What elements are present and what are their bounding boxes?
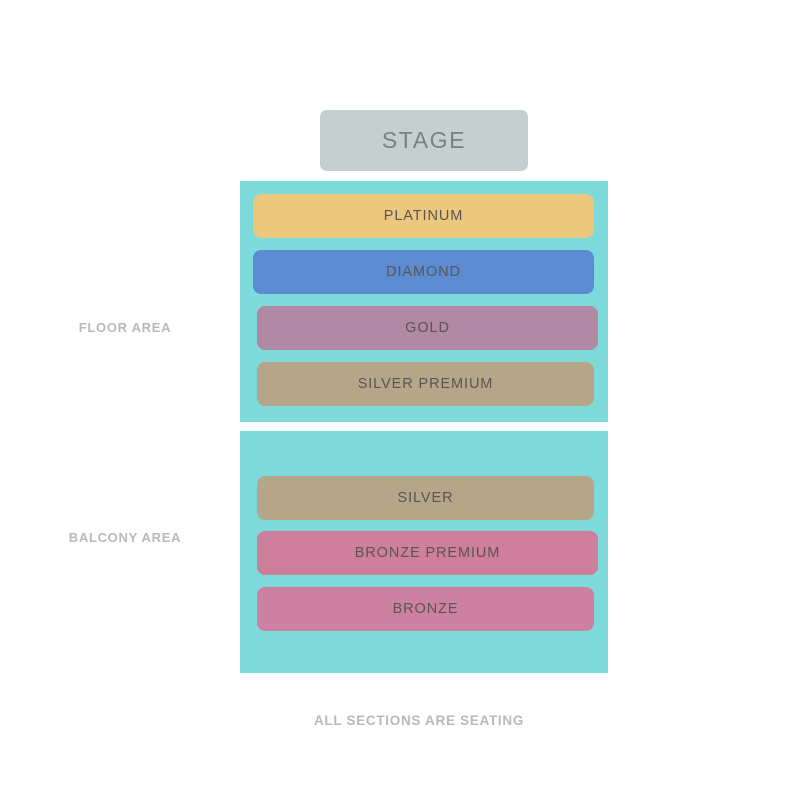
all-sections-seating-note: ALL SECTIONS ARE SEATING	[313, 713, 525, 728]
section-bronze-premium[interactable]: BRONZE PREMIUM	[257, 531, 598, 575]
section-silver-premium[interactable]: SILVER PREMIUM	[257, 362, 594, 406]
section-gold[interactable]: GOLD	[257, 306, 598, 350]
section-diamond[interactable]: DIAMOND	[253, 250, 594, 294]
section-platinum-label: PLATINUM	[383, 208, 464, 224]
section-gold-label: GOLD	[405, 320, 450, 336]
stage-label: STAGE	[381, 127, 467, 153]
floor-area-label: FLOOR AREA	[78, 320, 172, 335]
section-silver-label: SILVER	[397, 490, 454, 506]
section-diamond-label: DIAMOND	[386, 264, 461, 280]
section-silver-premium-label: SILVER PREMIUM	[357, 376, 494, 392]
section-platinum[interactable]: PLATINUM	[253, 194, 594, 238]
section-bronze[interactable]: BRONZE	[257, 587, 594, 631]
section-bronze-premium-label: BRONZE PREMIUM	[354, 545, 501, 561]
section-silver[interactable]: SILVER	[257, 476, 594, 520]
section-bronze-label: BRONZE	[392, 601, 459, 617]
balcony-area-label: BALCONY AREA	[68, 530, 182, 545]
stage-block: STAGE	[320, 110, 528, 171]
